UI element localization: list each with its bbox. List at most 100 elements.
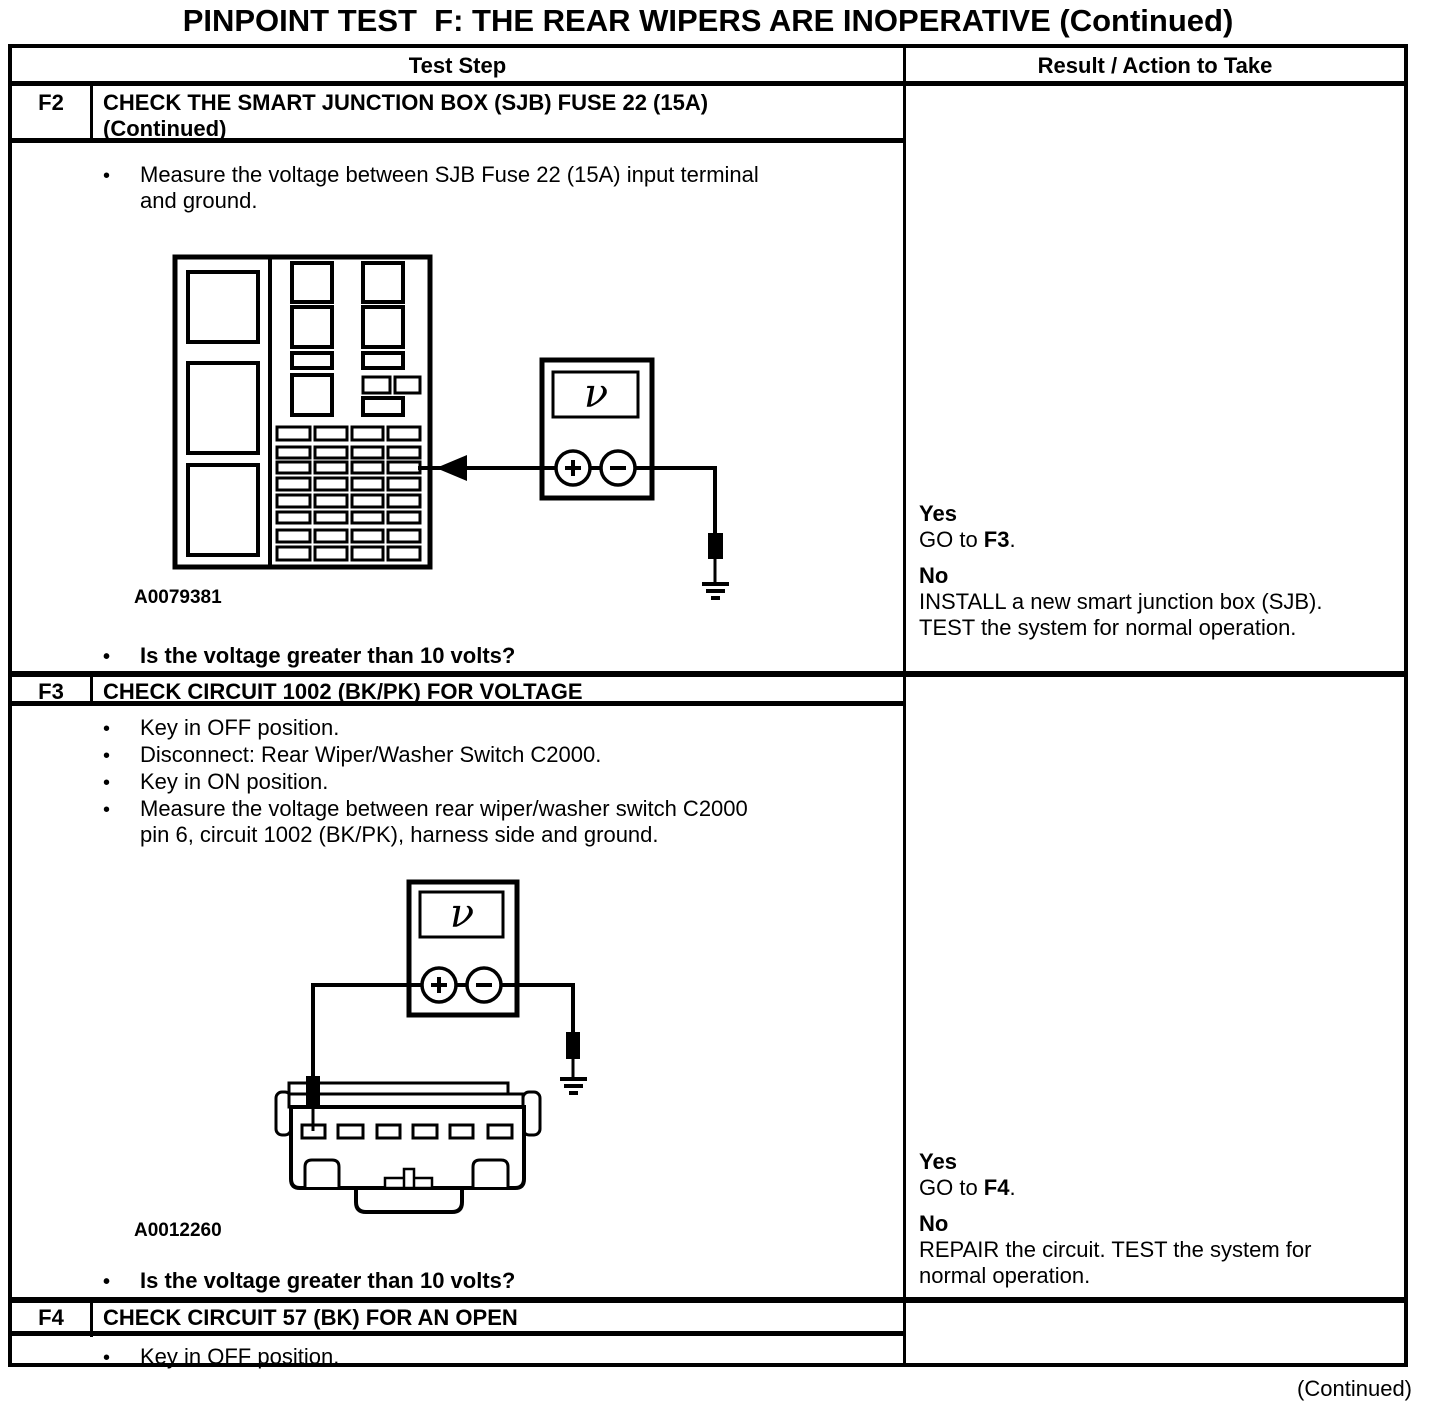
- voltmeter-symbol: ν: [584, 371, 608, 417]
- fuse-slot: [350, 510, 385, 525]
- pinpoint-test-table: Test Step Result / Action to Take F2 CHE…: [8, 44, 1408, 1369]
- list-item: Measure the voltage between rear wiper/w…: [103, 796, 748, 848]
- result-no-action: INSTALL a new smart junction box (SJB).: [919, 589, 1323, 614]
- step-label-divider-f2: [90, 86, 93, 143]
- list-item: Is the voltage greater than 10 volts?: [103, 643, 515, 670]
- fuse-slot: [275, 528, 312, 544]
- fuse-slot: [275, 510, 312, 525]
- step-title-f2: CHECK THE SMART JUNCTION BOX (SJB) FUSE …: [103, 90, 709, 141]
- voltmeter-symbol: ν: [450, 891, 474, 937]
- bullet-icon: [103, 715, 140, 742]
- figure-label: A0079381: [134, 587, 222, 608]
- page-title: PINPOINT TEST F: THE REAR WIPERS ARE INO…: [182, 3, 1234, 38]
- fuse-slot: [275, 425, 312, 442]
- f2-f3-row-separator: [12, 671, 1404, 677]
- result-no-action: normal operation.: [919, 1263, 1091, 1288]
- fuse-slot: [313, 460, 349, 475]
- bullet-icon: [103, 1268, 140, 1295]
- fuse-slot: [275, 545, 312, 562]
- fuse-slot: [386, 460, 422, 475]
- fuse-slot: [386, 445, 422, 460]
- fuse-slot: [275, 493, 312, 509]
- ground-icon: [560, 1077, 587, 1095]
- list-item: Key in ON position.: [103, 769, 748, 796]
- fuse-slot: [386, 425, 422, 442]
- result-yes-action: GO to F4.: [919, 1175, 1016, 1200]
- f3-procedure-list: Key in OFF position. Disconnect: Rear Wi…: [103, 715, 748, 848]
- header-bottom-border: [12, 81, 1404, 86]
- continued-note: (Continued): [1297, 1376, 1412, 1401]
- fuse-slot: [350, 445, 385, 460]
- f3-question: Is the voltage greater than 10 volts?: [103, 1268, 515, 1295]
- fuse-slot: [386, 545, 422, 562]
- figure-label: A0012260: [134, 1220, 222, 1241]
- step-label-divider-f3: [90, 677, 93, 706]
- probe-tip: [708, 533, 723, 559]
- test-leads: [311, 983, 575, 1131]
- fuse-box-voltmeter-diagram: ν: [172, 254, 729, 600]
- step-title-f3: CHECK CIRCUIT 1002 (BK/PK) FOR VOLTAGE: [103, 679, 583, 704]
- fuse-slot: [350, 545, 385, 562]
- list-item: Measure the voltage between SJB Fuse 22 …: [103, 162, 759, 214]
- step-id-f3: F3: [38, 679, 64, 704]
- column-divider: [903, 48, 906, 1363]
- voltmeter: ν: [539, 357, 655, 501]
- fuse-slot: [386, 528, 422, 544]
- fuse-slot: [313, 545, 349, 562]
- fuse-box: [172, 254, 433, 570]
- bullet-icon: [103, 162, 140, 214]
- probe-tip: [306, 1076, 320, 1106]
- bullet-icon: [103, 796, 140, 848]
- fuse-slot: [313, 528, 349, 544]
- column-header-test-step: Test Step: [408, 53, 507, 78]
- result-no-action: REPAIR the circuit. TEST the system for: [919, 1237, 1312, 1262]
- f2-question: Is the voltage greater than 10 volts?: [103, 643, 515, 670]
- result-yes-label: Yes: [919, 501, 957, 526]
- step-id-f2: F2: [38, 90, 64, 115]
- probe-tip: [566, 1032, 580, 1059]
- list-item: Is the voltage greater than 10 volts?: [103, 1268, 515, 1295]
- fuse-slot: [350, 493, 385, 509]
- bullet-icon: [103, 1344, 140, 1371]
- fuse-slot: [313, 510, 349, 525]
- fuse-slot: [386, 493, 422, 509]
- bullet-icon: [103, 769, 140, 796]
- fuse-slot: [313, 445, 349, 460]
- ground-icon: [702, 582, 729, 600]
- f3-title-row-border: [12, 701, 903, 706]
- arrow-icon: [436, 455, 467, 481]
- f2-procedure-list: Measure the voltage between SJB Fuse 22 …: [103, 162, 759, 214]
- fuse-slot: [275, 445, 312, 460]
- f3-f4-row-separator: [12, 1297, 1404, 1303]
- list-item: Key in OFF position.: [103, 715, 748, 742]
- f4-title-row-border: [12, 1331, 903, 1336]
- fuse-slot: [350, 425, 385, 442]
- fuse-slot: [313, 425, 349, 442]
- bullet-icon: [103, 742, 140, 769]
- fuse-slot: [350, 528, 385, 544]
- fuse-slot: [350, 460, 385, 475]
- result-no-label: No: [919, 1211, 949, 1236]
- list-item: Key in OFF position.: [103, 1344, 339, 1371]
- list-item: Disconnect: Rear Wiper/Washer Switch C20…: [103, 742, 748, 769]
- result-yes-label: Yes: [919, 1149, 957, 1174]
- bullet-icon: [103, 643, 140, 670]
- result-cell-f4: [906, 1303, 1404, 1363]
- result-no-action: TEST the system for normal operation.: [919, 615, 1297, 640]
- f2-title-row-border: [12, 138, 903, 143]
- step-label-divider-f4: [90, 1303, 93, 1337]
- fuse-slot: [350, 476, 385, 492]
- connector: [274, 1081, 542, 1214]
- fuse-slot: [386, 510, 422, 525]
- fuse-slot: [313, 476, 349, 492]
- fuse-grid: [275, 425, 422, 562]
- step-id-f4: F4: [38, 1305, 64, 1330]
- result-cell-f3: Yes GO to F4. No REPAIR the circuit. TES…: [906, 677, 1404, 1297]
- fuse-slot: [386, 476, 422, 492]
- column-header-result-action: Result / Action to Take: [1037, 53, 1273, 78]
- connector-voltmeter-diagram: ν: [274, 879, 587, 1214]
- fuse-slot: [275, 476, 312, 492]
- fuse-slot: [275, 460, 312, 475]
- step-title-f4: CHECK CIRCUIT 57 (BK) FOR AN OPEN: [103, 1305, 518, 1330]
